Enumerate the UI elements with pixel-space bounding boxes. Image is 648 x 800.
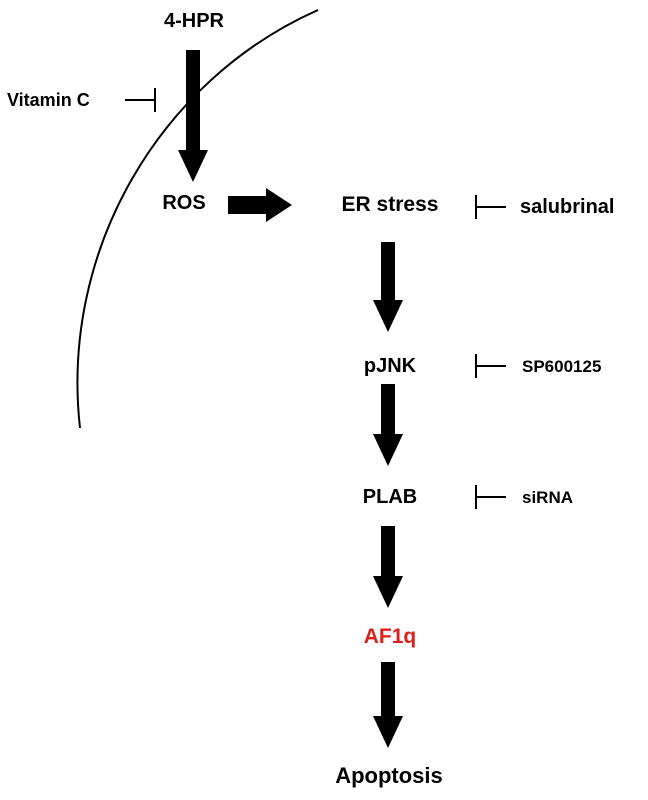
inhibitor-bar-sirna xyxy=(475,485,506,509)
node-pjnk: pJNK xyxy=(363,355,417,377)
inhibitor-bar-sp600125 xyxy=(475,354,506,378)
node-af1q: AF1q xyxy=(363,625,417,648)
node-er-stress: ER stress xyxy=(341,193,439,216)
arrow-er-stress-to-pjnk xyxy=(373,242,403,332)
cell-membrane-arc xyxy=(76,9,319,429)
node-plab: PLAB xyxy=(362,486,418,508)
arrow-af1q-to-apoptosis xyxy=(373,662,403,748)
arrow-4hpr-to-ros xyxy=(178,50,208,182)
arrow-plab-to-af1q xyxy=(373,526,403,608)
arrow-pjnk-to-plab xyxy=(373,384,403,466)
inhibitor-bar-salubrinal xyxy=(475,195,506,219)
inhibitor-vitamin-c: Vitamin C xyxy=(7,90,90,110)
node-ros: ROS xyxy=(162,192,206,214)
inhibitor-bar-vitamin-c xyxy=(125,88,156,112)
node-apoptosis: Apoptosis xyxy=(335,763,443,788)
inhibitor-sirna: siRNA xyxy=(522,488,574,507)
node-4-hpr: 4-HPR xyxy=(163,10,225,32)
inhibitor-salubrinal: salubrinal xyxy=(520,196,615,218)
inhibitor-sp600125: SP600125 xyxy=(522,357,602,376)
arrow-ros-to-er-stress xyxy=(228,188,292,222)
